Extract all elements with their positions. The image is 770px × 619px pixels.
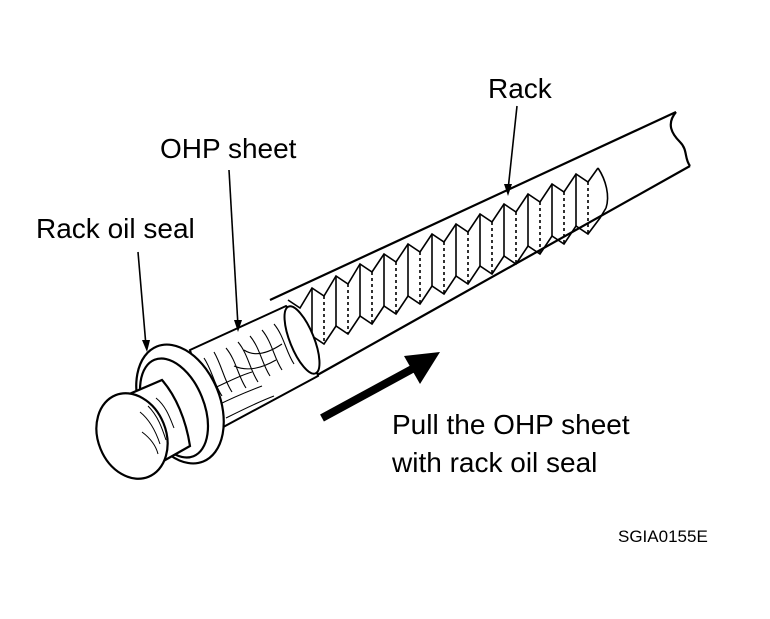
ohp-sheet-label: OHP sheet — [160, 133, 297, 164]
instruction-line-1: Pull the OHP sheet — [392, 409, 630, 440]
rack-leader-line — [507, 105, 518, 191]
rack-label: Rack — [488, 73, 553, 104]
rack-shaft — [269, 111, 691, 379]
leader-lines — [137, 105, 518, 352]
rack-teeth — [287, 167, 609, 353]
figure-code: SGIA0155E — [618, 527, 708, 546]
rack-oil-seal-label: Rack oil seal — [36, 213, 195, 244]
instruction-line-2: with rack oil seal — [391, 447, 597, 478]
rack-oil-seal-leader-line — [137, 251, 147, 347]
end-cap-hatching — [139, 397, 175, 455]
pull-direction-arrow — [320, 352, 440, 422]
rack-end-cap — [95, 378, 192, 480]
ohp-sheet-leader-line — [228, 169, 239, 327]
